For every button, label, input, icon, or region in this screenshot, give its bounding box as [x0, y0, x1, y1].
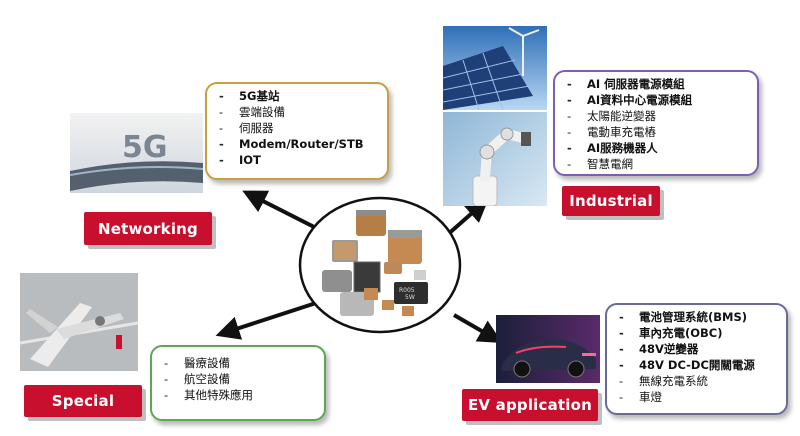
arrow-to-networking — [242, 190, 325, 234]
list-item: AI 伺服器電源模組 — [565, 76, 749, 92]
capacitor-illustration: R005 5W — [298, 196, 462, 334]
smartphone-5g-image: 5G — [70, 113, 203, 193]
solar-panel-image — [443, 26, 547, 110]
industrial-list: AI 伺服器電源模組 AI資料中心電源模組 太陽能逆變器 電動車充電樁 AI服務… — [565, 76, 749, 172]
networking-label: Networking — [84, 212, 212, 245]
car-image — [496, 315, 600, 383]
list-item: 太陽能逆變器 — [565, 108, 749, 124]
5g-text: 5G — [122, 130, 168, 165]
industrial-box: AI 伺服器電源模組 AI資料中心電源模組 太陽能逆變器 電動車充電樁 AI服務… — [553, 70, 759, 176]
list-item: 航空設備 — [162, 371, 316, 387]
list-item: 電動車充電樁 — [565, 124, 749, 140]
networking-photo: 5G — [70, 113, 203, 193]
resistor-marking-2: 5W — [405, 294, 415, 301]
list-item: 48V DC-DC開關電源 — [617, 357, 778, 373]
list-item: 其他特殊應用 — [162, 387, 316, 403]
list-item: 電池管理系統(BMS) — [617, 309, 778, 325]
list-item: 無線充電系統 — [617, 373, 778, 389]
list-item: 醫療設備 — [162, 355, 316, 371]
special-list: 醫療設備 航空設備 其他特殊應用 — [162, 355, 316, 403]
ev-label: EV application — [462, 389, 598, 421]
ev-list: 電池管理系統(BMS) 車內充電(OBC) 48V逆變器 48V DC-DC開關… — [617, 309, 778, 405]
list-item: 車燈 — [617, 389, 778, 405]
networking-list: 5G基站 雲端設備 伺服器 Modem/Router/STB IOT — [217, 88, 379, 168]
airplane-image — [20, 273, 138, 371]
robot-arm-image — [443, 112, 547, 206]
industrial-label: Industrial — [562, 186, 660, 216]
list-item: 5G基站 — [217, 88, 379, 104]
resistor-marking: R005 — [399, 287, 415, 294]
ev-photo — [496, 315, 600, 383]
arrow-to-ev — [452, 313, 503, 344]
industrial-robot-photo — [443, 112, 547, 206]
list-item: 智慧電網 — [565, 156, 749, 172]
list-item: AI服務機器人 — [565, 140, 749, 156]
list-item: IOT — [217, 152, 379, 168]
arrow-to-special — [215, 301, 317, 340]
special-label: Special — [24, 385, 142, 417]
ev-box: 電池管理系統(BMS) 車內充電(OBC) 48V逆變器 48V DC-DC開關… — [605, 303, 788, 415]
list-item: 車內充電(OBC) — [617, 325, 778, 341]
list-item: 伺服器 — [217, 120, 379, 136]
center-components: R005 5W — [298, 196, 462, 334]
special-photo — [20, 273, 138, 371]
arrow-to-industrial — [444, 198, 489, 238]
industrial-solar-photo — [443, 26, 547, 110]
list-item: AI資料中心電源模組 — [565, 92, 749, 108]
list-item: 48V逆變器 — [617, 341, 778, 357]
list-item: Modem/Router/STB — [217, 136, 379, 152]
list-item: 雲端設備 — [217, 104, 379, 120]
special-box: 醫療設備 航空設備 其他特殊應用 — [150, 345, 326, 421]
networking-box: 5G基站 雲端設備 伺服器 Modem/Router/STB IOT — [205, 82, 389, 180]
